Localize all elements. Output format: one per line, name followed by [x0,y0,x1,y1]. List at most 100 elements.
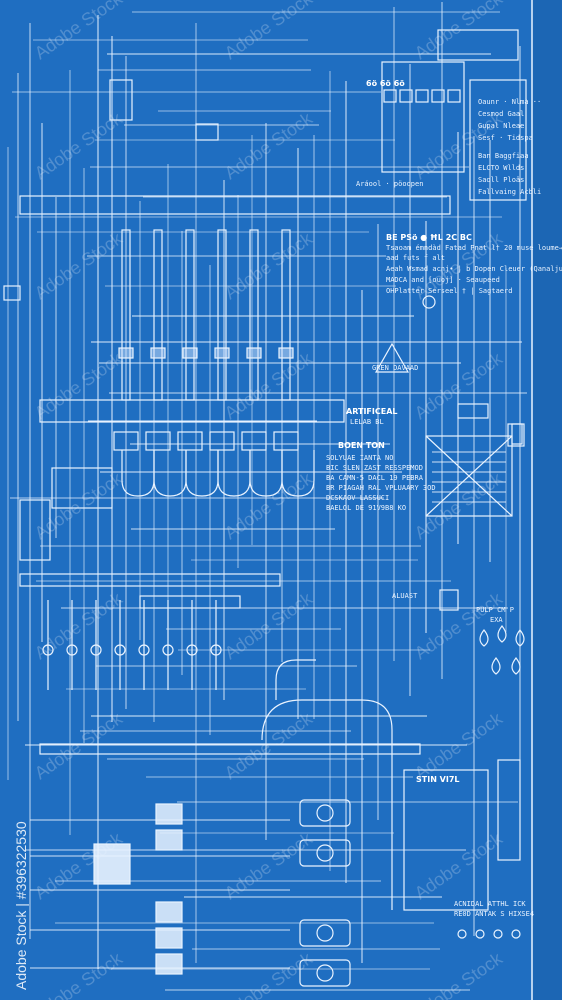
watermark-text: Adobe Stock [221,468,317,544]
pump-unit [299,799,351,827]
valve-body [273,431,299,451]
watermark-text: Adobe Stock [411,948,507,1000]
lower-bar [19,573,281,587]
droplet-icon [491,657,501,675]
side-watermark: Adobe Stock | #396322530 [13,821,29,990]
watermark-text: Adobe Stock [31,948,127,1000]
gauge-icon [422,295,436,309]
green-label: GREN DAVAAD [372,364,418,372]
legend-item: Cesmod Gaal [478,110,524,118]
spec-heading: BE PSö ● ĦL 2C BC [386,233,472,242]
schematic-lines [7,2,527,991]
valve-nut [182,347,198,359]
connector-icon [493,929,503,939]
terminal-block [155,953,183,975]
edge-strip [532,0,562,1000]
valve-bar [139,595,241,609]
u-bend [153,450,187,497]
boen-heading: BOEN TON [338,441,385,450]
spec-line: aad futs f alt [386,254,445,262]
legend-box [469,79,527,201]
panel-switch [383,89,397,103]
watermark-text: Adobe Stock [411,348,507,424]
boen-line: BR PIAGAH RAL VPLUAARY 3OD [326,484,436,492]
boen-line: BIC SLEN ZAST RESSPEMOD [326,464,423,472]
exchanger-port [457,403,489,419]
header-bar [19,195,451,215]
spec-line: Aeah Wsmad acnj• | b Dopen Cleuer (Qanal… [386,265,562,273]
droplet-icon [497,625,507,643]
watermark-text: Adobe Stock [411,708,507,784]
lower-bar [39,743,421,755]
valve-body [241,431,267,451]
terminal-block [155,927,183,949]
valve-nut [278,347,294,359]
junction-box [109,79,133,121]
manifold-box [19,499,51,561]
spec-line: Tsaoam émndàd Fatad Pnat l† 20 muse loum… [386,244,562,252]
watermark-text: Adobe Stock [221,108,317,184]
artificial-label: ARTIFICEAL [346,407,398,416]
pump-rotor [316,804,334,822]
pipe-loop [275,659,316,700]
sensor-box [511,423,523,445]
panel-switch [431,89,445,103]
watermark-text: Adobe Stock [221,948,317,1000]
watermark-text: Adobe Stock [411,828,507,904]
valve-stem [217,229,227,401]
tank-frame [403,769,489,911]
terminal-block [155,829,183,851]
connector-icon [475,929,485,939]
valve-body [145,431,171,451]
u-bend [185,450,219,497]
watermark-text: Adobe Stock [221,348,317,424]
pulp-label: PULP CM P [476,606,514,614]
bottom-label: RE0D ANTAK S HIXSE4 [454,910,534,918]
stin-label: STIN VI7L [416,775,460,784]
control-panel [381,61,465,173]
watermark-text: Adobe Stock [221,228,317,304]
junction-box [3,285,21,301]
aluast-label: ALUAST [392,592,418,600]
legend-item: Gupal Nleae [478,122,524,130]
bottom-label: ACNIDAL ATTHL ICK [454,900,526,908]
spec-line: OHPlatter Serseel † | Sagtaerd [386,287,512,295]
valve-body [209,431,235,451]
pump-rotor [316,964,334,982]
junction-box [195,123,219,141]
watermark-text: Adobe Stock [221,588,317,664]
legend-item: Saoll Ploâs [478,176,524,184]
valve-stem [153,229,163,401]
valve-stem [185,229,195,401]
watermark-text: Adobe Stock [411,468,507,544]
top-header-label: 6ö 6ö 6ö [366,79,405,88]
droplet-icon [515,629,525,647]
legend-item: Sesf · Tidspa [478,134,533,142]
pipe-loop [261,699,393,910]
warning-triangle-icon [374,342,410,373]
watermark-text: Adobe Stock [411,588,507,664]
top-caption-label: Aráool · pöoopen [356,180,423,188]
terminal-block [155,803,183,825]
sensor-box [439,589,459,611]
exchanger-cross [425,435,513,517]
legend-item: ELCTO Wllds [478,164,524,172]
connector-icon [511,929,521,939]
panel-switch [415,89,429,103]
pump-unit [299,839,351,867]
boen-line: BA CAMN-5 DACL 19 PEBRA [326,474,424,482]
boen-line: SOLYUAE IANTA NO [326,454,393,462]
valve-stem [281,229,291,401]
valve-nut [246,347,262,359]
pipe-run [30,819,290,969]
connector-icon [457,929,467,939]
artificial-sub-label: LELAB BL [350,418,384,426]
droplet-icon [479,629,489,647]
valve-nut [150,347,166,359]
pulp-sub-label: EXA [490,616,503,624]
valve-stem [121,229,131,401]
pump-unit [299,919,351,947]
spec-line: MADCA and [ouoj] · Seaupeed [386,276,500,284]
